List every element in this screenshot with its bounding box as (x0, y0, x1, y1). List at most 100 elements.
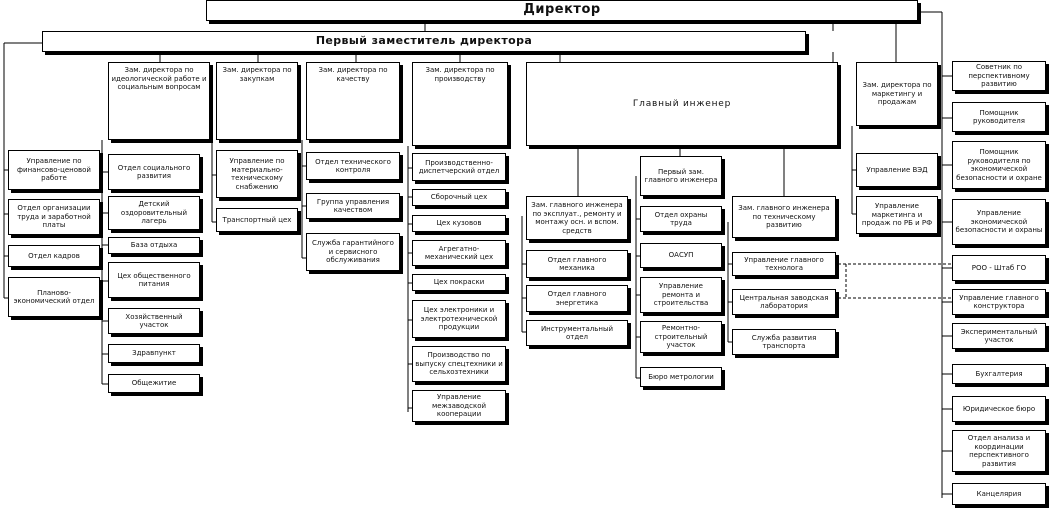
production-unit-label: Агрегатно-механический цех (424, 244, 494, 262)
first-deputy-label: Первый заместитель директора (315, 34, 533, 48)
production-unit-label: Цех электроники и электротехнической про… (420, 306, 498, 332)
deputy-quality-title: Зам. директора по качеству (318, 66, 388, 83)
quality-unit-box: Отдел технического контроля (306, 152, 400, 180)
ce-first-deputy-unit-label: Отдел охраны труда (654, 210, 708, 228)
ce-technical-unit-label: Управление главного технолога (744, 255, 824, 273)
left-unit-box: Отдел организации труда и заработной пла… (8, 199, 100, 235)
director-box: Директор (206, 0, 918, 21)
ideology-unit-label: Хозяйственный участок (125, 312, 183, 330)
ideology-unit-label: Отдел социального развития (117, 163, 191, 181)
ideology-unit-box: Детский оздоровительный лагерь (108, 196, 200, 230)
marketing-unit-box: Управление ВЭД (856, 153, 938, 187)
production-unit-label: Управление межзаводской кооперации (431, 393, 487, 419)
quality-unit-label: Служба гарантийного и сервисного обслужи… (312, 239, 394, 265)
ce-maintenance-unit-box: Отдел главного энергетика (526, 285, 628, 312)
right-unit-label: Бухгалтерия (975, 369, 1023, 378)
right-unit-box: Отдел анализа и координации перспективно… (952, 430, 1046, 472)
purchasing-unit-label: Транспортный цех (222, 215, 292, 224)
director-label: Директор (523, 2, 601, 18)
marketing-unit-label: Управление ВЭД (866, 165, 928, 174)
deputy-ideology-box: Зам. директора по идеологической работе … (108, 62, 210, 140)
ideology-unit-box: Здравпункт (108, 344, 200, 363)
ce-technical-unit-box: Управление главного технолога (732, 252, 836, 276)
marketing-unit-label: Управление маркетинга и продаж по РБ и Р… (861, 202, 933, 228)
production-unit-label: Производство по выпуску спецтехники и се… (415, 351, 503, 377)
ce-first-deputy-title: Первый зам. главного инженера (644, 167, 718, 185)
ideology-unit-label: Здравпункт (132, 349, 176, 358)
production-unit-label: Сборочный цех (430, 193, 488, 202)
ce-maintenance-unit-box: Инструментальный отдел (526, 320, 628, 346)
ce-first-deputy-unit-box: Бюро метрологии (640, 367, 722, 387)
production-unit-box: Цех электроники и электротехнической про… (412, 300, 506, 338)
production-unit-box: Цех покраски (412, 274, 506, 291)
marketing-unit-box: Управление маркетинга и продаж по РБ и Р… (856, 196, 938, 234)
quality-unit-label: Группа управления качеством (316, 197, 390, 215)
quality-unit-box: Служба гарантийного и сервисного обслужи… (306, 233, 400, 271)
left-unit-box: Отдел кадров (8, 245, 100, 267)
deputy-marketing-title: Зам. директора по маркетингу и продажам (862, 81, 932, 107)
production-unit-box: Цех кузовов (412, 215, 506, 232)
ce-technical-unit-label: Служба развития транспорта (751, 333, 817, 351)
deputy-ideology-title: Зам. директора по идеологической работе … (111, 66, 207, 91)
right-unit-box: Советник по перспективному развитию (952, 61, 1046, 91)
ideology-unit-box: Отдел социального развития (108, 154, 200, 190)
production-unit-box: Управление межзаводской кооперации (412, 390, 506, 422)
right-unit-label: Управление главного конструктора (959, 293, 1039, 311)
right-unit-box: Юридическое бюро (952, 396, 1046, 422)
ce-first-deputy-unit-label: ОАСУП (668, 251, 694, 260)
left-unit-label: Отдел организации труда и заработной пла… (17, 204, 91, 230)
quality-unit-box: Группа управления качеством (306, 193, 400, 219)
right-unit-box: Экспериментальный участок (952, 323, 1046, 349)
right-unit-box: Управление экономической безопасности и … (952, 199, 1046, 245)
ce-first-deputy-unit-box: ОАСУП (640, 243, 722, 268)
ce-technical-unit-label: Центральная заводская лаборатория (739, 293, 829, 311)
ideology-unit-label: Детский оздоровительный лагерь (120, 200, 188, 226)
ideology-unit-label: База отдыха (130, 241, 178, 250)
ce-maintenance-unit-box: Отдел главного механика (526, 250, 628, 278)
ce-maintenance-unit-label: Отдел главного механика (547, 255, 607, 273)
ideology-unit-box: База отдыха (108, 237, 200, 254)
production-unit-box: Производство по выпуску спецтехники и се… (412, 346, 506, 382)
purchasing-unit-box: Управление по материально-техническому с… (216, 150, 298, 198)
production-unit-label: Цех покраски (433, 278, 485, 287)
right-unit-box: Помощник руководителя (952, 102, 1046, 132)
deputy-purchasing-title: Зам. директора по закупкам (222, 66, 292, 83)
left-unit-box: Управление по финансово-ценовой работе (8, 150, 100, 190)
ce-first-deputy-unit-label: Ремонтно-строительный участок (654, 324, 708, 350)
ideology-unit-label: Общежитие (131, 379, 177, 388)
ce-technical-unit-box: Центральная заводская лаборатория (732, 289, 836, 315)
ce-first-deputy-unit-box: Управление ремонта и строительства (640, 277, 722, 313)
right-unit-label: Юридическое бюро (962, 404, 1036, 413)
right-unit-label: Управление экономической безопасности и … (955, 209, 1043, 235)
ce-deputy-technical-box: Зам. главного инженера по техническому р… (732, 196, 836, 238)
right-unit-label: Экспериментальный участок (960, 327, 1038, 345)
ce-deputy-maintenance-title: Зам. главного инженера по эксплуат., рем… (531, 201, 623, 235)
ideology-unit-label: Цех общественного питания (117, 271, 191, 289)
ideology-unit-box: Общежитие (108, 374, 200, 393)
ce-technical-unit-box: Служба развития транспорта (732, 329, 836, 355)
deputy-purchasing-box: Зам. директора по закупкам (216, 62, 298, 140)
ce-first-deputy-unit-box: Ремонтно-строительный участок (640, 321, 722, 353)
left-unit-label: Отдел кадров (28, 251, 80, 260)
right-unit-label: Канцелярия (976, 489, 1022, 498)
chief-engineer-label: Главный инженер (632, 98, 732, 109)
deputy-quality-box: Зам. директора по качеству (306, 62, 400, 140)
ce-maintenance-unit-label: Инструментальный отдел (540, 324, 614, 342)
quality-unit-label: Отдел технического контроля (315, 157, 391, 175)
purchasing-unit-label: Управление по материально-техническому с… (229, 157, 285, 191)
right-unit-label: Отдел анализа и координации перспективно… (967, 434, 1031, 468)
right-unit-label: РОО - Штаб ГО (971, 263, 1027, 272)
deputy-production-title: Зам. директора по производству (425, 66, 495, 83)
production-unit-box: Агрегатно-механический цех (412, 240, 506, 266)
ideology-unit-box: Хозяйственный участок (108, 308, 200, 334)
right-unit-label: Помощник руководителя (973, 108, 1025, 126)
right-unit-box: Бухгалтерия (952, 364, 1046, 384)
left-unit-box: Планово-экономический отдел (8, 277, 100, 317)
ce-first-deputy-unit-label: Управление ремонта и строительства (653, 282, 709, 308)
right-unit-box: РОО - Штаб ГО (952, 255, 1046, 281)
right-unit-label: Советник по перспективному развитию (968, 63, 1030, 89)
ideology-unit-box: Цех общественного питания (108, 262, 200, 298)
purchasing-unit-box: Транспортный цех (216, 208, 298, 232)
ce-first-deputy-unit-label: Бюро метрологии (648, 372, 714, 381)
